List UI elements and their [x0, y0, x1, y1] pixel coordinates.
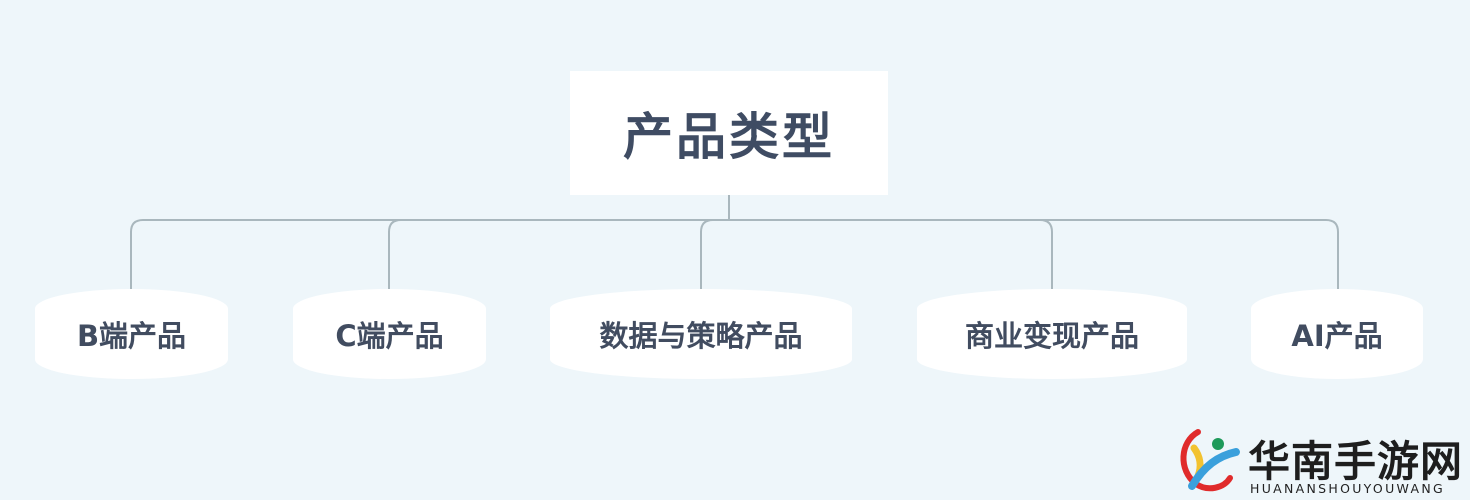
child-node-c-end[interactable]: C端产品 [293, 289, 486, 379]
watermark-subtitle: HUANANSHOUYOUWANG [1250, 481, 1445, 496]
logo-icon [1180, 429, 1240, 492]
child-node-label: 数据与策略产品 [599, 319, 803, 353]
child-node-label: B端产品 [76, 319, 187, 353]
watermark-logo: 华南手游网 HUANANSHOUYOUWANG [1178, 426, 1468, 498]
child-node-monetization[interactable]: 商业变现产品 [917, 289, 1187, 379]
child-node-label: C端产品 [335, 319, 444, 353]
child-node-label: AI产品 [1291, 319, 1383, 353]
child-node-data-strategy[interactable]: 数据与策略产品 [550, 289, 852, 379]
child-node-label: 商业变现产品 [964, 319, 1139, 353]
root-node-label: 产品类型 [623, 108, 835, 166]
watermark-title: 华南手游网 [1248, 437, 1464, 486]
child-node-ai[interactable]: AI产品 [1251, 289, 1423, 379]
child-node-b-end[interactable]: B端产品 [35, 289, 228, 379]
root-node[interactable]: 产品类型 [570, 71, 888, 195]
